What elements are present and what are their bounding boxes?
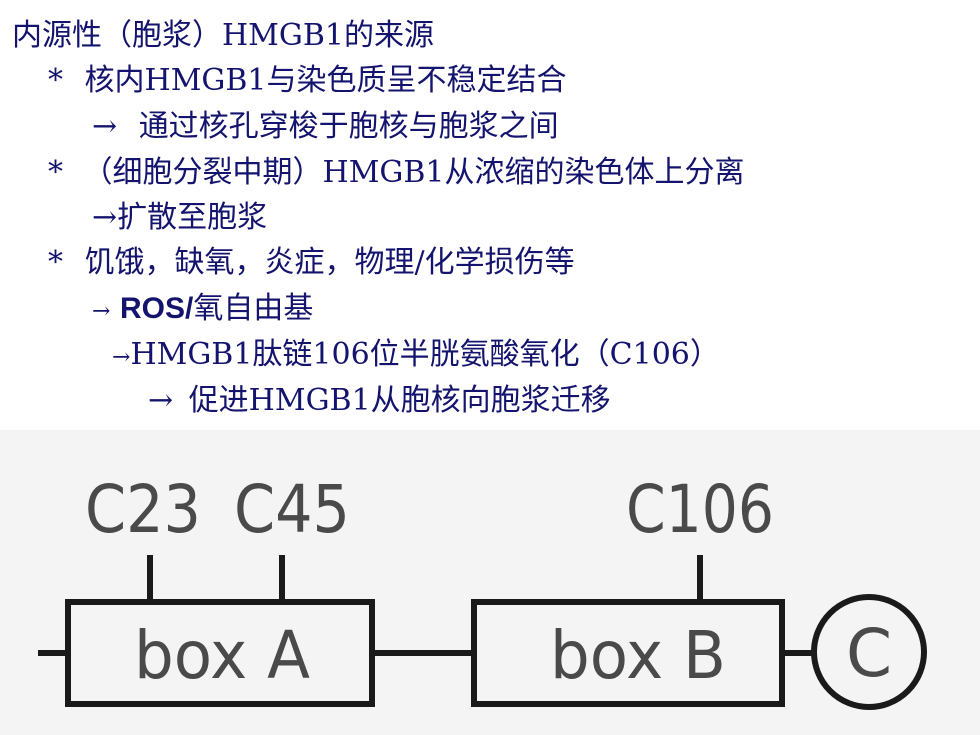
sub-nuclear-pore: → 通过核孔穿梭于胞核与胞浆之间 xyxy=(92,109,559,145)
ros-label: ROS/ xyxy=(119,292,194,325)
sub-oxidation: →HMGB1肽链106位半胱氨酸氧化（C106） xyxy=(112,337,720,376)
c-terminal-circle xyxy=(811,594,927,710)
bullet-text: 饥饿，缺氧，炎症，物理/化学损伤等 xyxy=(84,245,575,280)
label-c45: C45 xyxy=(234,471,350,548)
arrow-icon: → xyxy=(92,299,111,324)
box-b-label: box B xyxy=(550,617,726,694)
bullet-mitosis: * （细胞分裂中期）HMGB1从浓缩的染色体上分离 xyxy=(48,155,745,191)
label-c23: C23 xyxy=(85,471,201,548)
sub-text: 氧自由基 xyxy=(193,291,314,326)
arrow-icon: → xyxy=(92,109,118,144)
sub-ros: → ROS/氧自由基 xyxy=(92,291,313,330)
bullet-chromatin: * 核内HMGB1与染色质呈不稳定结合 xyxy=(48,63,567,99)
slide-text: 内源性（胞浆）HMGB1的来源 * 核内HMGB1与染色质呈不稳定结合 → 通过… xyxy=(12,18,745,419)
box-b xyxy=(471,599,785,707)
bullet-text: 核内HMGB1与染色质呈不稳定结合 xyxy=(84,63,567,98)
domain-svg: C23 C45 C106 box A box B C xyxy=(38,471,927,710)
sub-diffuse: →扩散至胞浆 xyxy=(92,200,267,236)
sub-text: 通过核孔穿梭于胞核与胞浆之间 xyxy=(138,109,559,144)
hmgb1-domain-diagram: C23 C45 C106 box A box B C xyxy=(0,430,980,735)
box-a-label: box A xyxy=(134,617,310,694)
arrow-icon: → xyxy=(92,200,118,235)
label-c106: C106 xyxy=(626,471,774,548)
bullet-text: （细胞分裂中期）HMGB1从浓缩的染色体上分离 xyxy=(82,155,745,190)
bullet-marker: * xyxy=(48,63,63,98)
slide-title: 内源性（胞浆）HMGB1的来源 xyxy=(12,18,434,54)
sub-text: 促进HMGB1从胞核向胞浆迁移 xyxy=(188,383,611,418)
sub-text: HMGB1肽链106位半胱氨酸氧化（C106） xyxy=(130,337,720,372)
arrow-icon: → xyxy=(112,345,131,370)
box-a xyxy=(65,599,375,707)
bullet-stress: * 饥饿，缺氧，炎症，物理/化学损伤等 xyxy=(48,245,575,281)
sub-text: 扩散至胞浆 xyxy=(117,200,268,235)
sub-migration: → 促进HMGB1从胞核向胞浆迁移 xyxy=(148,383,611,419)
bullet-marker: * xyxy=(48,155,63,190)
title-text: 内源性（胞浆）HMGB1的来源 xyxy=(12,18,434,53)
arrow-icon: → xyxy=(148,383,174,418)
c-terminal-label: C xyxy=(846,615,892,692)
bullet-marker: * xyxy=(48,245,63,280)
